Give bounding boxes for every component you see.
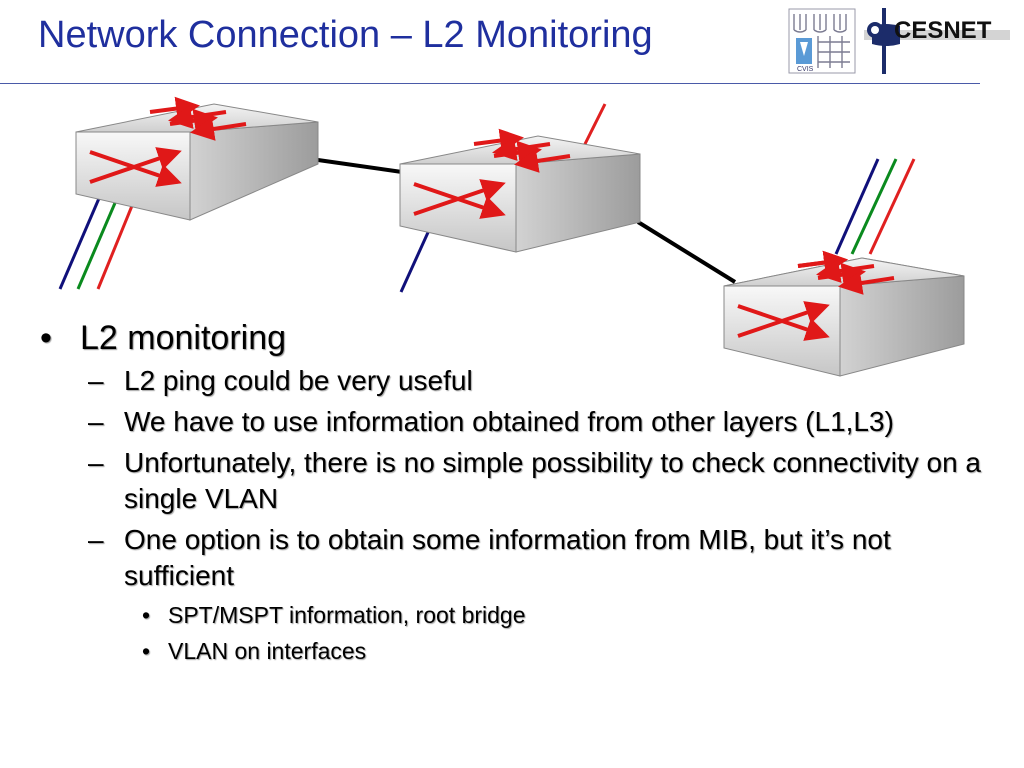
bullet-text: VLAN on interfaces	[168, 638, 367, 664]
bullet-l2: – L2 ping could be very useful	[40, 363, 1000, 399]
access-links-switch-3	[834, 158, 916, 255]
trunk-link-1-2	[317, 158, 403, 174]
slide-title: Network Connection – L2 Monitoring	[38, 14, 653, 56]
cesnet-logo: CESNET	[864, 8, 1010, 74]
trunk-link-2-3	[636, 220, 737, 284]
bullet-l2: – Unfortunately, there is no simple poss…	[40, 445, 1000, 517]
switch-2	[399, 128, 641, 253]
dash-mark: –	[88, 406, 104, 437]
access-link-switch-2-down	[399, 227, 432, 293]
title-divider	[0, 83, 980, 84]
access-links-switch-1	[58, 195, 138, 290]
bullet-l3: • SPT/MSPT information, root bridge	[40, 600, 1000, 630]
bullet-l3: • VLAN on interfaces	[40, 636, 1000, 666]
svg-text:CESNET: CESNET	[894, 17, 992, 44]
bullet-mark: •	[142, 638, 151, 664]
bullet-text: L2 ping could be very useful	[124, 365, 473, 396]
access-link-switch-2-up	[580, 103, 607, 151]
bullet-text: Unfortunately, there is no simple possib…	[124, 447, 982, 514]
bullet-l2: – We have to use information obtained fr…	[40, 404, 1000, 440]
cvis-logo: CVIS	[788, 8, 856, 74]
bullet-mark: •	[142, 602, 151, 628]
bullet-list: • L2 monitoring – L2 ping could be very …	[40, 318, 1000, 666]
dash-mark: –	[88, 447, 104, 478]
bullet-l1: • L2 monitoring	[40, 318, 1000, 358]
svg-text:CVIS: CVIS	[797, 66, 814, 73]
bullet-l2: – One option is to obtain some informati…	[40, 522, 1000, 594]
bullet-text: One option is to obtain some information…	[124, 524, 891, 591]
bullet-text: We have to use information obtained from…	[124, 406, 894, 437]
switch-3-front	[723, 250, 965, 377]
dash-mark: –	[88, 524, 104, 555]
dash-mark: –	[88, 365, 104, 396]
bullet-mark: •	[40, 319, 52, 357]
switch-1	[75, 96, 319, 221]
bullet-text: L2 monitoring	[80, 319, 287, 357]
bullet-text: SPT/MSPT information, root bridge	[168, 602, 526, 628]
